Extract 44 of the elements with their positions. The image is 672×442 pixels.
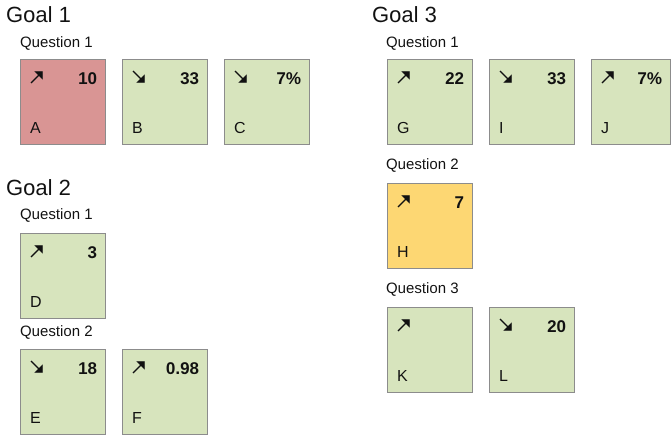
status-tile: [122, 59, 208, 145]
tile-label: B: [132, 120, 143, 138]
status-tile: [20, 59, 106, 145]
tile-label: D: [30, 294, 42, 312]
question-heading: Question 2: [20, 323, 93, 340]
status-tile: [591, 59, 671, 145]
tile-label: C: [234, 120, 246, 138]
status-tile: [387, 59, 473, 145]
status-tile: [387, 307, 473, 393]
value-text: 20: [547, 317, 566, 337]
status-tile: [20, 233, 106, 319]
goal-heading: Goal 1: [6, 2, 71, 28]
value-text: 3: [88, 243, 97, 263]
question-heading: Question 2: [386, 156, 459, 173]
tile-label: E: [30, 410, 41, 428]
question-heading: Question 1: [20, 34, 93, 51]
question-heading: Question 1: [20, 206, 93, 223]
status-tile: [224, 59, 310, 145]
tile-label: G: [397, 120, 410, 138]
value-text: 33: [180, 69, 199, 89]
status-tile: [489, 59, 575, 145]
tile-label: H: [397, 244, 409, 262]
status-tile: [20, 349, 106, 435]
value-text: 0.98: [166, 359, 199, 379]
value-text: 7%: [637, 69, 662, 89]
goal-heading: Goal 3: [372, 2, 437, 28]
tile-label: I: [499, 120, 504, 138]
tile-label: F: [132, 410, 142, 428]
value-text: 10: [78, 69, 97, 89]
value-text: 22: [445, 69, 464, 89]
tile-label: J: [601, 120, 609, 138]
value-text: 7%: [276, 69, 301, 89]
tile-label: K: [397, 368, 408, 386]
tile-label: A: [30, 120, 41, 138]
tile-label: L: [499, 368, 508, 386]
question-heading: Question 3: [386, 280, 459, 297]
value-text: 33: [547, 69, 566, 89]
goal-heading: Goal 2: [6, 175, 71, 201]
status-tile: [489, 307, 575, 393]
value-text: 7: [454, 193, 464, 213]
status-tile: [387, 183, 473, 269]
status-tile: [122, 349, 208, 435]
value-text: 18: [78, 359, 97, 379]
question-heading: Question 1: [386, 34, 459, 51]
